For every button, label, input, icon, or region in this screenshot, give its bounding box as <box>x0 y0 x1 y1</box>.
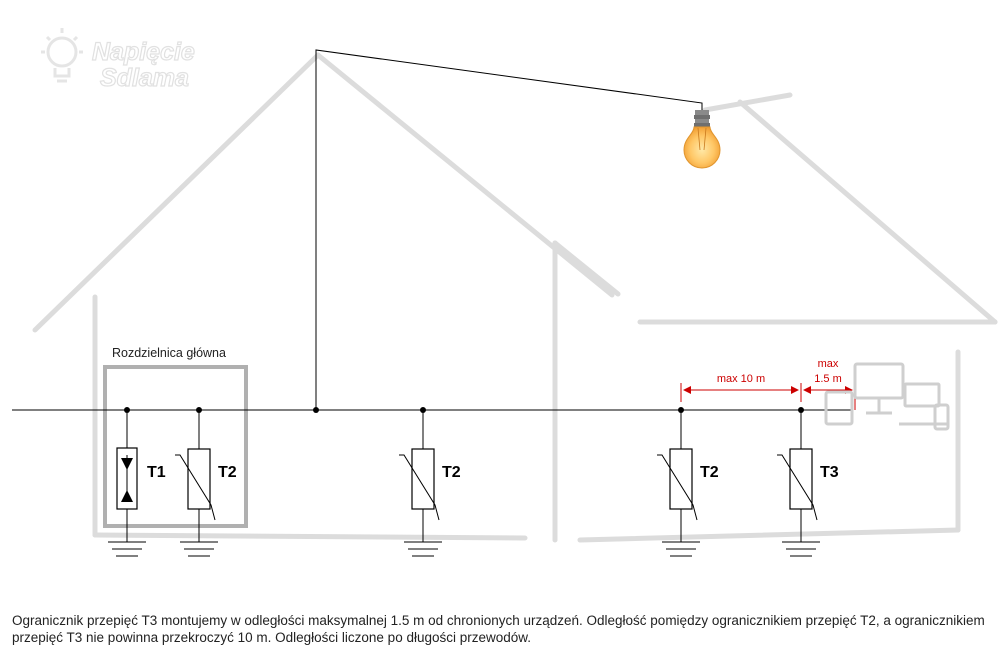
dimension-label-max-10m: max 10 m <box>717 373 765 385</box>
lighting-circuit-wire <box>315 49 703 410</box>
distribution-board-label: Rozdzielnica główna <box>112 346 226 360</box>
ground-symbol-icon <box>108 541 146 557</box>
junction-node <box>313 407 319 413</box>
computer-devices-icon <box>824 362 950 431</box>
device-label-t2-middle: T2 <box>442 464 461 481</box>
device-label-t3: T3 <box>820 464 839 481</box>
surge-protector-t3: T3 <box>777 407 839 557</box>
surge-arrester-t1: T1 <box>108 407 166 557</box>
logo-text-line2: Sdlama <box>100 64 189 92</box>
ground-symbol-icon <box>404 541 442 557</box>
device-label-t2-right: T2 <box>700 464 719 481</box>
caption-text: Ogranicznik przepięć T3 montujemy w odle… <box>12 613 985 645</box>
ground-symbol-icon <box>180 541 218 557</box>
dimension-label-max: max <box>818 358 839 370</box>
surge-protector-t2-middle: T2 <box>399 407 461 557</box>
surge-protector-t2-board: T2 <box>175 407 237 557</box>
ground-symbol-icon <box>662 541 700 557</box>
site-logo: Napięcie Sdlama <box>41 28 196 93</box>
ground-symbol-icon <box>782 541 820 557</box>
device-label-t1: T1 <box>147 464 166 481</box>
lightbulb-icon <box>683 110 721 169</box>
logo-text-line1: Napięcie <box>92 38 195 66</box>
distribution-board-frame <box>103 365 248 528</box>
dimension-label-1-5m: 1.5 m <box>814 373 842 385</box>
dimension-t2-to-t3: max 10 m <box>680 373 802 402</box>
house-outline <box>32 52 998 543</box>
dimension-t3-to-device: max 1.5 m <box>803 358 856 410</box>
surge-protector-t2-right: T2 <box>657 407 719 557</box>
logo-bulb-icon <box>41 28 83 83</box>
device-label-t2-board: T2 <box>218 464 237 481</box>
